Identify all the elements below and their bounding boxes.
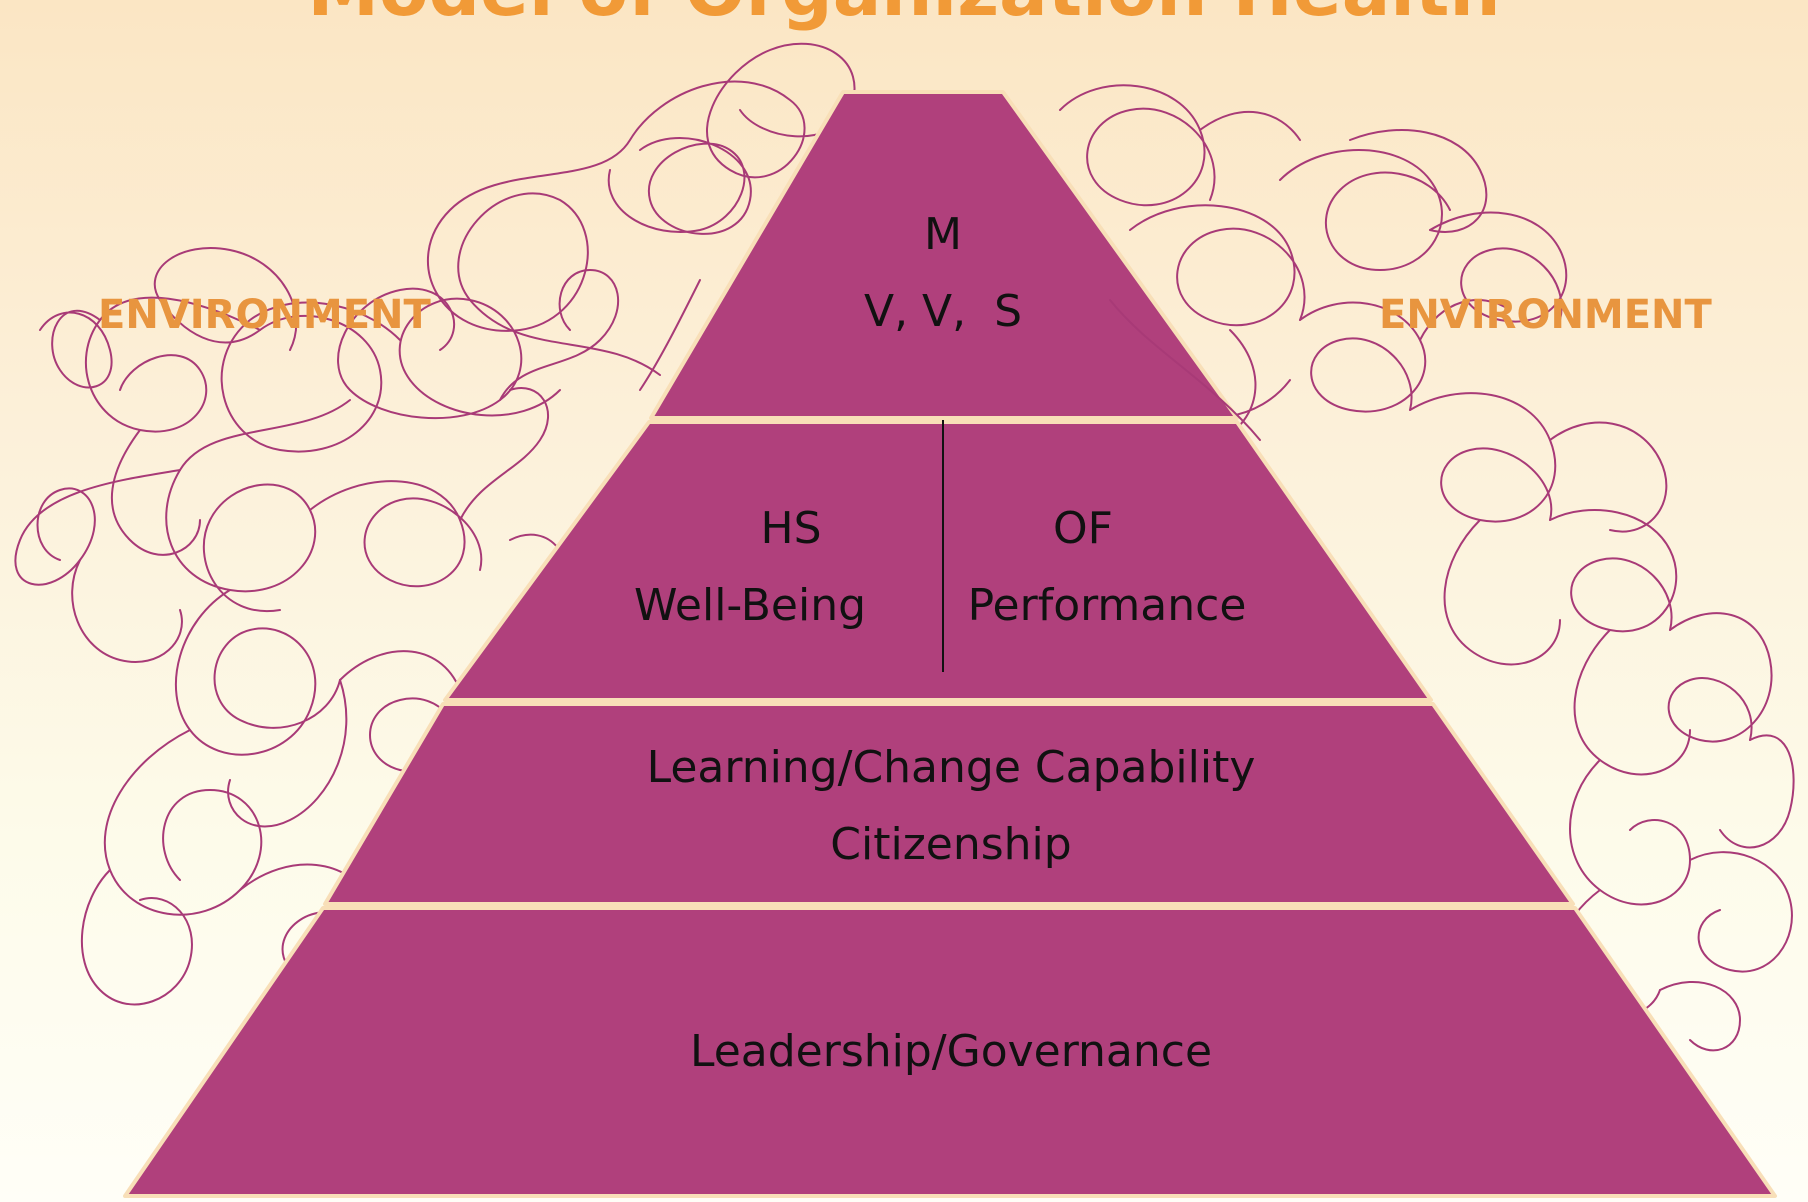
second-tier-left-line2: Well-Being	[634, 580, 866, 631]
environment-label-left: ENVIRONMENT	[98, 292, 431, 338]
top-tier-line2: V, V, S	[864, 286, 1022, 337]
environment-label-right: ENVIRONMENT	[1379, 292, 1712, 338]
pyramid-tier-second	[443, 420, 1433, 702]
environment-scribble-right	[1059, 84, 1795, 1052]
pyramid-tier-third	[323, 702, 1575, 906]
third-tier-line2: Citizenship	[830, 819, 1071, 870]
second-tier-right-line1: OF	[1053, 503, 1113, 554]
base-tier-line1: Leadership/Governance	[690, 1026, 1212, 1077]
pyramid-text: M V, V, S HS Well-Being OF Performance L…	[634, 209, 1255, 1077]
second-tier-left-line1: HS	[760, 503, 821, 554]
pyramid-tier-base	[123, 906, 1777, 1198]
slide-title: Model of Organization Health	[0, 0, 1808, 32]
top-tier-line1: M	[924, 209, 962, 260]
pyramid	[123, 90, 1777, 1198]
third-tier-line1: Learning/Change Capability	[647, 742, 1256, 793]
environment-scribble-overlap	[639, 279, 1261, 441]
second-tier-right-line2: Performance	[968, 580, 1247, 631]
pyramid-tier-top	[649, 90, 1239, 420]
